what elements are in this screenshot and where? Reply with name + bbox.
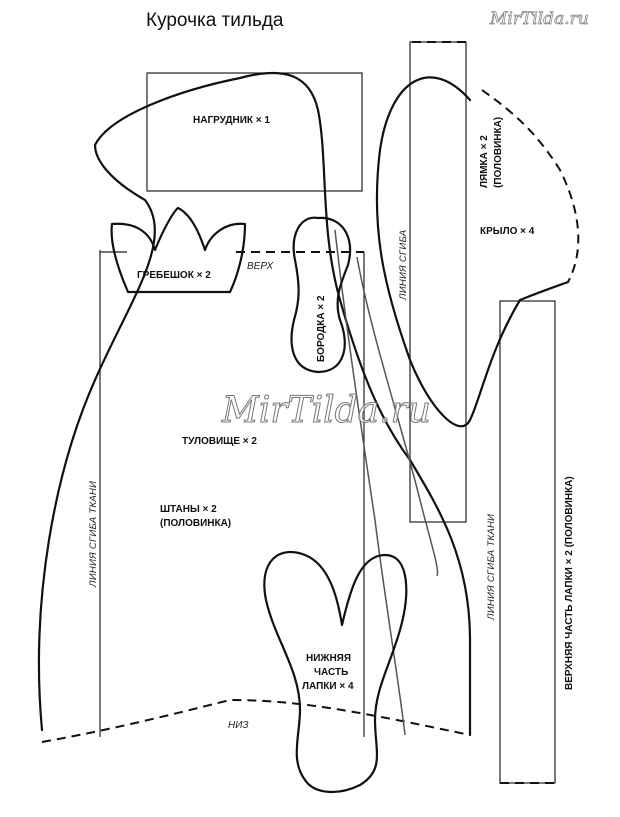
bib-label: НАГРУДНИК × 1	[193, 115, 270, 126]
wing-dashed-edge	[481, 89, 580, 283]
pants-label-1: ШТАНЫ × 2	[160, 504, 217, 515]
comb-label: ГРЕБЕШОК × 2	[137, 270, 211, 281]
upper-leg-label: ВЕРХНЯЯ ЧАСТЬ ЛАПКИ × 2 (ПОЛОВИНКА)	[564, 476, 575, 690]
lower-leg-label-1: НИЖНЯЯ	[306, 653, 351, 664]
neck-line-right	[356, 256, 439, 577]
wing-outline	[375, 76, 570, 428]
pants-label-2: (ПОЛОВИНКА)	[160, 518, 231, 529]
wing-label: КРЫЛО × 4	[480, 226, 535, 237]
neck-line	[334, 229, 406, 736]
pattern-title: Курочка тильда	[146, 10, 284, 31]
upper-leg-piece	[499, 300, 556, 784]
right-fold-label: ЛИНИЯ СГИБА ТКАНИ	[486, 514, 497, 621]
body-outline	[37, 71, 472, 737]
bib-piece	[146, 72, 363, 192]
corner-watermark: MirTilda.ru	[489, 9, 589, 29]
lower-leg-label-2: ЧАСТЬ	[314, 667, 348, 678]
center-watermark: MirTilda.ru	[221, 390, 431, 431]
top-mark-label: ВЕРХ	[247, 261, 274, 272]
body-label: ТУЛОВИЩЕ × 2	[182, 436, 257, 447]
beard-outline	[290, 216, 352, 374]
left-fold-label: ЛИНИЯ СГИБА ТКАНИ	[88, 481, 99, 588]
strap-label-1: ЛЯМКА × 2	[479, 135, 490, 188]
bottom-mark-label: НИЗ	[228, 720, 249, 731]
lower-leg-outline	[263, 550, 408, 794]
beard-label: БОРОДКА × 2	[316, 295, 327, 362]
lower-leg-label-3: ЛАПКИ × 4	[302, 681, 354, 692]
body-bottom-dashed	[41, 698, 471, 743]
strap-fold-label: ЛИНИЯ СГИБА	[398, 230, 409, 301]
strap-piece	[409, 41, 467, 523]
strap-label-2: (ПОЛОВИНКА)	[493, 117, 504, 188]
comb-outline	[110, 206, 247, 294]
